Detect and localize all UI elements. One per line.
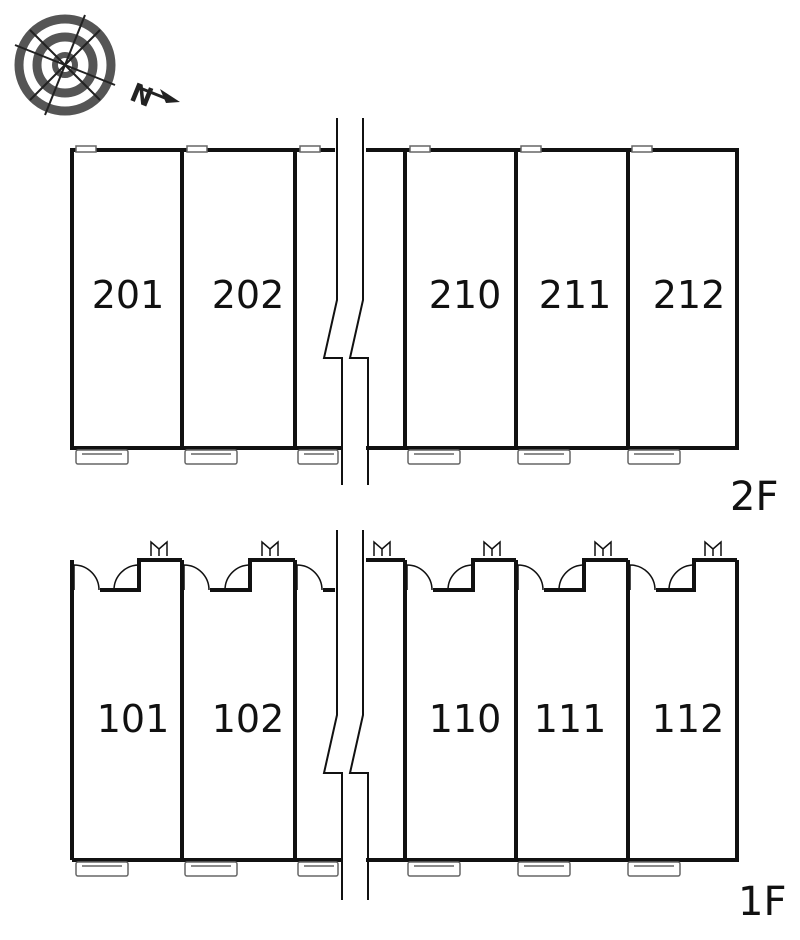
unit-212: 212 (653, 273, 726, 317)
unit-211: 211 (539, 273, 612, 317)
unit-201: 201 (92, 273, 165, 317)
unit-110: 110 (429, 697, 502, 741)
unit-101: 101 (97, 697, 170, 741)
north-label: N (126, 78, 157, 114)
unit-210: 210 (429, 273, 502, 317)
floor-2f: 201 202 210 211 212 (70, 118, 739, 485)
unit-111: 111 (534, 697, 607, 741)
unit-112: 112 (652, 697, 725, 741)
compass-rose-icon (14, 14, 180, 116)
floor-label-2f: 2F (730, 474, 778, 520)
floor-label-1f: 1F (738, 879, 786, 925)
unit-202: 202 (212, 273, 285, 317)
unit-102: 102 (212, 697, 285, 741)
floor-1f: 101 102 110 111 112 (70, 530, 739, 900)
